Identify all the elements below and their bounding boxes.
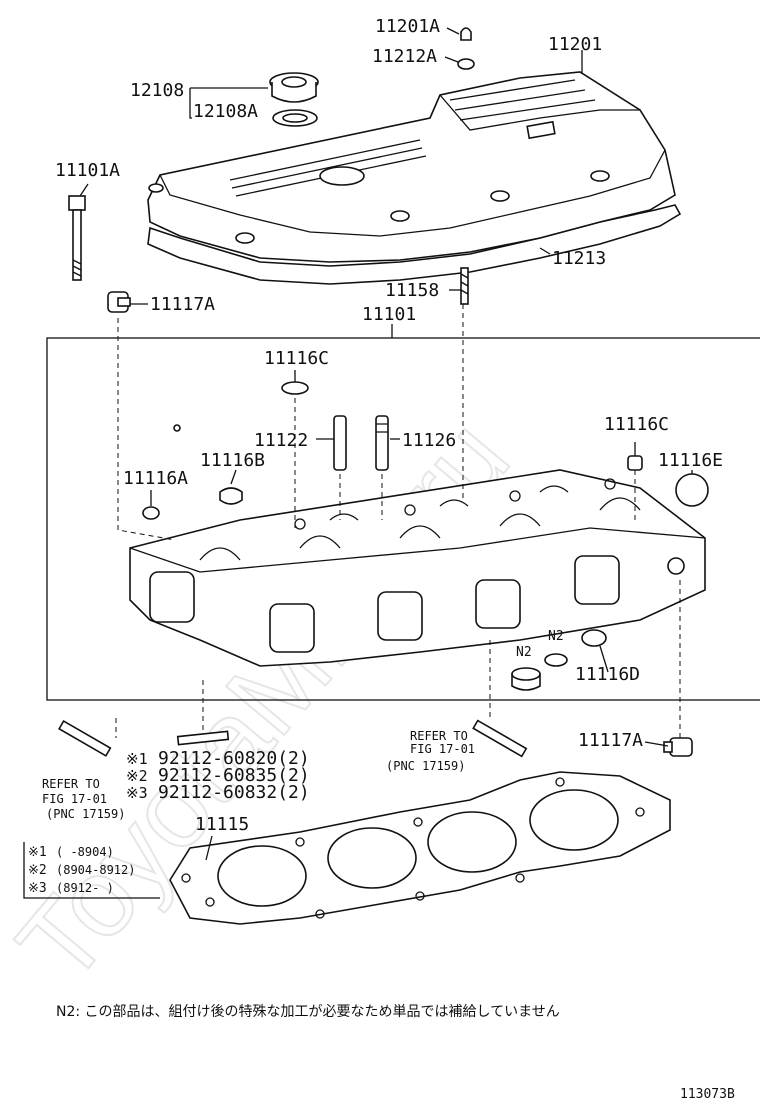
- plug-11116E[interactable]: [675, 473, 709, 507]
- stud-1-mark: ※1: [126, 750, 148, 768]
- label-11158: 11158: [385, 280, 439, 301]
- plug-11116A[interactable]: [142, 506, 160, 520]
- figure-id: 113073B: [680, 1087, 735, 1102]
- legend: ※1 ( -8904) ※2 (8904-8912) ※3 (8912- ): [23, 842, 160, 899]
- label-11115: 11115: [195, 814, 249, 835]
- label-11116D: 11116D: [575, 664, 640, 685]
- stud-1-part: 92112-60820(2): [158, 748, 310, 769]
- legend-1-mark: ※1: [28, 845, 47, 860]
- cylinder-head-frame: [46, 337, 760, 701]
- head-gasket-11115[interactable]: [169, 771, 671, 925]
- legend-3-mark: ※3: [28, 881, 47, 896]
- stud-2-part: 92112-60835(2): [158, 765, 310, 786]
- refer-left-line2: FIG 17-01: [42, 792, 107, 806]
- cap-11201A[interactable]: [460, 27, 472, 41]
- stud-11158[interactable]: [460, 267, 469, 305]
- label-11116C-right: 11116C: [604, 414, 669, 435]
- cylinder-head-cover[interactable]: [147, 71, 682, 285]
- label-11212A: 11212A: [372, 46, 437, 67]
- gasket-12108A[interactable]: [272, 109, 318, 127]
- stud-3-part: 92112-60832(2): [158, 782, 310, 803]
- label-11117A-bottom: 11117A: [578, 730, 643, 751]
- legend-2-range: (8904-8912): [56, 863, 135, 877]
- legend-3-range: (8912- ): [56, 881, 114, 895]
- plug-11116B[interactable]: [219, 487, 243, 505]
- legend-2-mark: ※2: [28, 863, 47, 878]
- label-n2-b: N2: [516, 645, 532, 660]
- label-11201: 11201: [548, 34, 602, 55]
- stud-3-mark: ※3: [126, 784, 148, 802]
- label-11101: 11101: [362, 304, 416, 325]
- refer-right-line2: FIG 17-01: [410, 742, 475, 756]
- label-11117A-top: 11117A: [150, 294, 215, 315]
- label-n2-a: N2: [548, 629, 564, 644]
- n2-footnote: N2: この部品は、組付け後の特殊な加工が必要なため単品では補給していません: [56, 1004, 560, 1020]
- stud-left[interactable]: [58, 719, 112, 757]
- plug-11117A-bottom[interactable]: [663, 737, 693, 757]
- stud-2-mark: ※2: [126, 767, 148, 785]
- plug-11116C-left[interactable]: [281, 381, 309, 395]
- label-12108A: 12108A: [193, 101, 258, 122]
- oil-filler-cap-12108[interactable]: [269, 72, 319, 103]
- label-11116B: 11116B: [200, 450, 265, 471]
- label-11116C-left: 11116C: [264, 348, 329, 369]
- label-11122: 11122: [254, 430, 308, 451]
- label-12108: 12108: [130, 80, 184, 101]
- label-11201A: 11201A: [375, 16, 440, 37]
- pin: [173, 424, 181, 432]
- plug-11116C-right[interactable]: [627, 455, 643, 471]
- valve-guide-11122[interactable]: [333, 415, 347, 471]
- cylinder-head-11101[interactable]: [129, 469, 706, 667]
- refer-right-line1: REFER TO: [410, 729, 468, 743]
- label-11116A: 11116A: [123, 468, 188, 489]
- plug-11117A-top[interactable]: [107, 291, 131, 313]
- label-11126: 11126: [402, 430, 456, 451]
- refer-right-line3: (PNC 17159): [386, 759, 465, 773]
- stud-center[interactable]: [176, 730, 230, 746]
- bolt-11101A[interactable]: [68, 195, 86, 281]
- label-11213: 11213: [552, 248, 606, 269]
- stud-right[interactable]: [472, 719, 528, 758]
- refer-left-line1: REFER TO: [42, 777, 100, 791]
- label-11101A: 11101A: [55, 160, 120, 181]
- label-11116E: 11116E: [658, 450, 723, 471]
- legend-1-range: ( -8904): [56, 845, 114, 859]
- refer-left-line3: (PNC 17159): [46, 807, 125, 821]
- valve-guide-11126[interactable]: [375, 415, 389, 471]
- insert-11116D[interactable]: [511, 629, 607, 691]
- seal-11212A[interactable]: [457, 58, 475, 70]
